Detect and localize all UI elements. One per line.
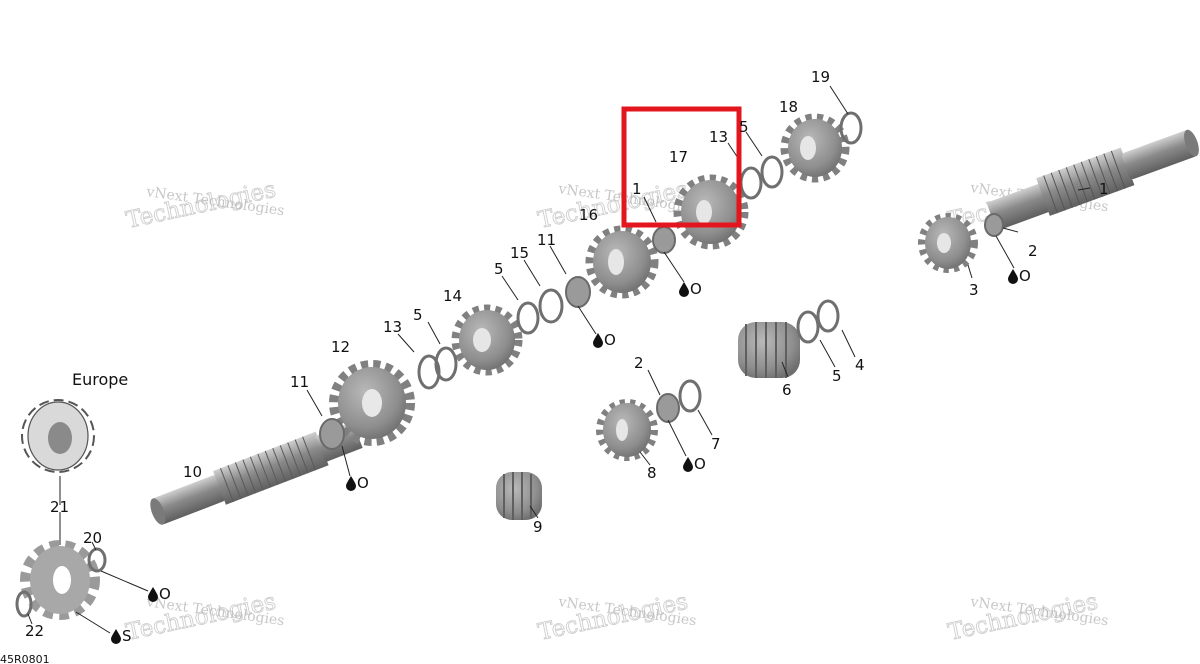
watermark-outline-text: Technologies <box>946 589 1100 646</box>
sprocket-21-part <box>20 540 100 620</box>
callout-16: 16 <box>579 206 598 224</box>
callout-7: 7 <box>711 435 721 453</box>
callout-1: 1 <box>1099 180 1109 198</box>
callout-20: 20 <box>83 529 102 547</box>
callout-8: 8 <box>647 464 657 482</box>
sprocket-europe-part <box>21 399 95 473</box>
input-shaft-part <box>986 129 1199 231</box>
rings-group <box>15 111 1004 618</box>
gear-14-part <box>451 304 523 376</box>
callout-14: 14 <box>443 287 462 305</box>
oil-symbol: O <box>604 331 616 349</box>
output-shaft-part <box>150 421 363 525</box>
oil-symbol: O <box>690 280 702 298</box>
oil-drop-icon: O <box>679 280 702 298</box>
grease-symbol: S <box>122 627 132 645</box>
leader-lines <box>27 85 1091 634</box>
callout-2: 2 <box>1028 242 1038 260</box>
lubrication-symbols: O O O O O O S <box>111 267 1031 645</box>
grease-drop-icon: S <box>111 627 132 645</box>
gear-3-part <box>918 213 978 273</box>
watermark-bottom-center: vNext Technologies Technologies <box>535 588 697 646</box>
callout-18: 18 <box>779 98 798 116</box>
gear-12-part <box>329 360 415 446</box>
oil-symbol: O <box>1019 267 1031 285</box>
callout-10: 10 <box>183 463 202 481</box>
callout-2: 2 <box>634 354 644 372</box>
callout-13: 13 <box>383 318 402 336</box>
callout-15: 15 <box>510 244 529 262</box>
callout-1: 1 <box>632 180 642 198</box>
callout-9: 9 <box>533 518 543 536</box>
gear-17-part <box>673 174 749 250</box>
callout-21: 21 <box>50 498 69 516</box>
diagram-code: 45R0801 <box>0 653 50 664</box>
highlight-box <box>621 106 742 228</box>
callout-22: 22 <box>25 622 44 640</box>
oil-symbol: O <box>694 455 706 473</box>
europe-label: Europe <box>72 370 128 389</box>
oil-drop-icon: O <box>1008 267 1031 285</box>
gear-16-part <box>585 225 659 299</box>
oil-symbol: O <box>357 474 369 492</box>
gear-18-part <box>780 113 850 183</box>
callout-5: 5 <box>832 367 842 385</box>
callout-4: 4 <box>855 356 865 374</box>
callout-17: 17 <box>669 148 688 166</box>
oil-drop-icon: O <box>346 474 369 492</box>
oil-symbol: O <box>159 585 171 603</box>
oil-drop-icon: O <box>683 455 706 473</box>
callout-6: 6 <box>782 381 792 399</box>
oil-drop-icon: O <box>148 585 171 603</box>
gear-6-part <box>738 322 800 378</box>
watermark-top-left: vNext Technologies Technologies <box>123 176 285 234</box>
gear-9-part <box>496 472 542 520</box>
oil-drop-icon: O <box>593 331 616 349</box>
callout-13: 13 <box>709 128 728 146</box>
callout-5: 5 <box>413 306 423 324</box>
callout-11: 11 <box>537 231 556 249</box>
watermark-bottom-right: vNext Technologies Technologies <box>945 588 1109 646</box>
gear-8-part <box>596 399 658 461</box>
callout-11: 11 <box>290 373 309 391</box>
callout-19: 19 <box>811 68 830 86</box>
callout-5: 5 <box>739 118 749 136</box>
callout-12: 12 <box>331 338 350 356</box>
callout-3: 3 <box>969 281 979 299</box>
callout-5: 5 <box>494 260 504 278</box>
callout-labels: 19 18 13 5 17 1 16 11 15 5 14 13 5 12 11… <box>0 68 1109 664</box>
